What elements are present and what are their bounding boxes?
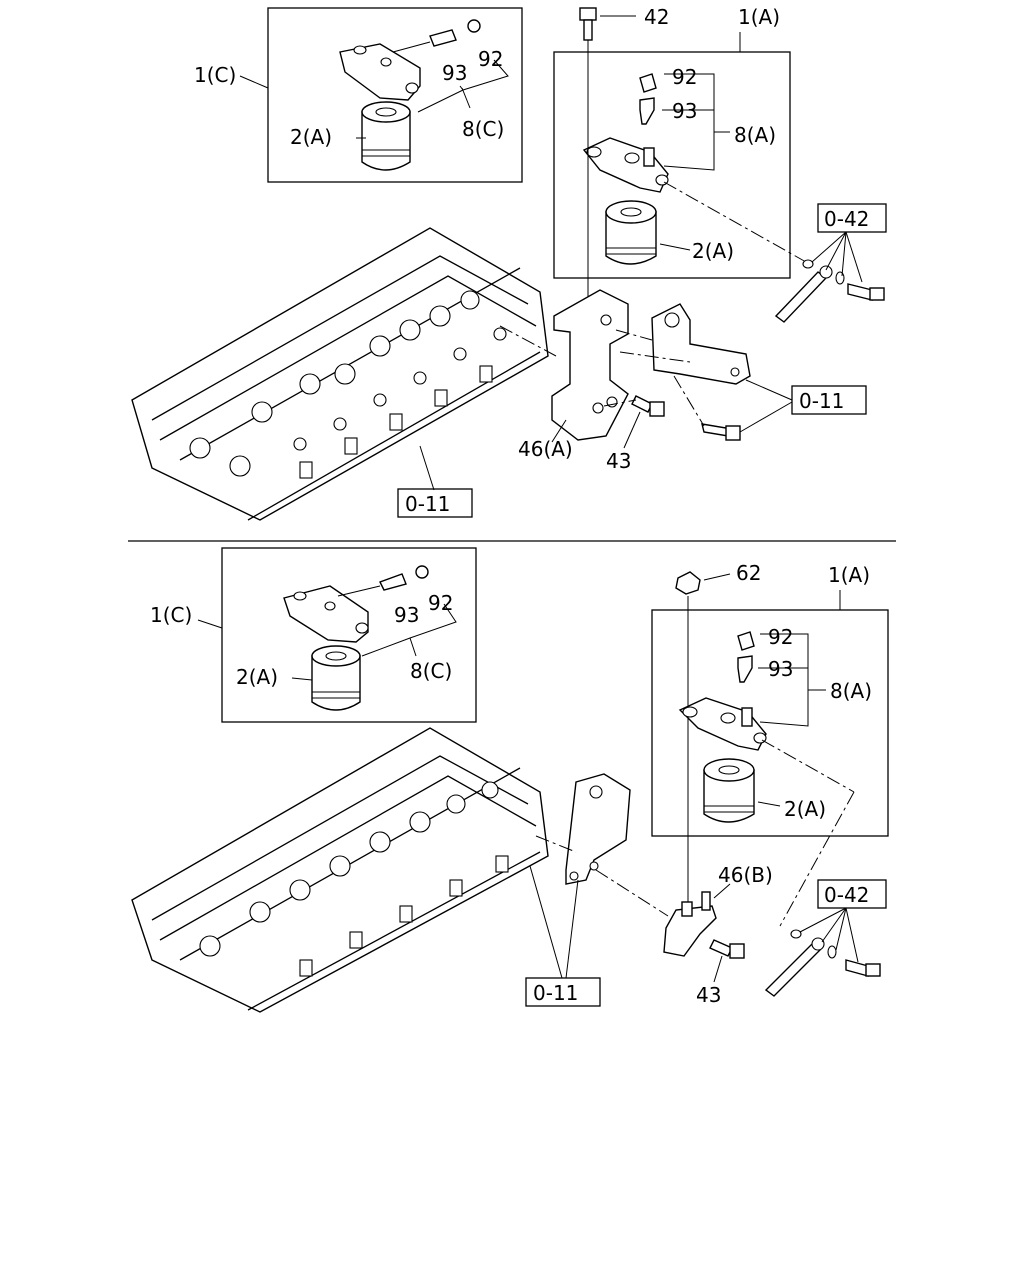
top-cylinder-head-icon [131, 227, 557, 521]
bottom-cap-label: 92 [768, 625, 793, 649]
bottom-bleeder-label: 93 [768, 657, 793, 681]
top-ref-bracket-box [791, 385, 867, 415]
bottom-nut-62-icon [675, 571, 701, 595]
top-bleeder-label: 93 [672, 99, 697, 123]
top-ref-head-box [397, 488, 473, 518]
bottom-inset-kit-label: 8(C) [410, 659, 452, 683]
bottom-inset-filter-icon [311, 645, 361, 711]
bottom-ref-hose-label: 0-42 [824, 883, 869, 907]
bottom-assembly-1a: 92 93 8(A) 2(A) [651, 590, 889, 837]
bottom-filter-label: 2(A) [784, 797, 826, 821]
top-section: 93 92 8(C) 2(A) 1(C) [131, 5, 887, 521]
top-inset-1c: 93 92 8(C) 2(A) [267, 7, 523, 183]
bottom-inset-title: 1(C) [150, 603, 192, 627]
top-assembly-1a: 92 93 8(A) 2(A) [553, 32, 791, 279]
top-bracket-46a-icon [551, 289, 629, 441]
top-cap-label: 92 [672, 65, 697, 89]
bottom-inset-bleeder-icon [379, 573, 407, 591]
bottom-bracket-label: 46(B) [718, 863, 773, 887]
top-bolt-42-icon [579, 7, 597, 41]
top-plate-icon [651, 303, 751, 385]
top-filter-head-icon [582, 137, 669, 193]
top-kit-label: 8(A) [734, 123, 776, 147]
top-cap-icon [639, 73, 657, 93]
bottom-bolt-label: 43 [696, 983, 721, 1007]
bottom-assembly-frame [651, 609, 889, 837]
bottom-ref-head-box [525, 977, 601, 1007]
bottom-nut-label: 62 [736, 561, 761, 585]
top-assembly-frame [553, 51, 791, 279]
top-filter-label: 2(A) [692, 239, 734, 263]
top-inset-kit-label: 8(C) [462, 117, 504, 141]
top-inset-cap-label: 92 [478, 47, 503, 71]
top-inset-filter-label: 2(A) [290, 125, 332, 149]
bottom-bracket-46b-icon [663, 891, 717, 957]
top-bracket-label: 46(A) [518, 437, 573, 461]
top-bolt-43-label: 43 [606, 449, 631, 473]
bottom-inset-cap-label: 92 [428, 591, 453, 615]
top-ref-head-label: 0-11 [405, 492, 450, 516]
top-inset-cap-icon [467, 19, 481, 33]
top-inset-filter-icon [361, 101, 411, 171]
bottom-section: 93 92 8(C) 2(A) 1(C) [131, 547, 889, 1013]
top-bolt-42-label: 42 [644, 5, 669, 29]
top-inset-bleeder-label: 93 [442, 61, 467, 85]
bottom-kit-label: 8(A) [830, 679, 872, 703]
bottom-inset-filter-label: 2(A) [236, 665, 278, 689]
bottom-filter-icon [703, 758, 755, 823]
bottom-filter-head-icon [678, 697, 767, 751]
top-ref-bracket-label: 0-11 [799, 389, 844, 413]
bottom-ref-hose-box [817, 879, 887, 909]
bottom-inset-frame [221, 547, 477, 723]
bottom-ref-head-label: 0-11 [533, 981, 578, 1005]
top-ref-hose-label: 0-42 [824, 207, 869, 231]
top-bleeder-icon [639, 97, 655, 125]
bottom-bolt-43-icon [709, 939, 745, 959]
bottom-hose-icon [764, 929, 881, 997]
bottom-mount-plate-icon [565, 773, 631, 885]
bottom-cylinder-head-icon [131, 727, 549, 1013]
top-inset-bleeder-icon [429, 29, 457, 47]
top-hose-icon [774, 259, 885, 323]
bottom-bleeder-icon [737, 655, 753, 683]
top-assembly-title: 1(A) [738, 5, 780, 29]
bottom-inset-1c: 93 92 8(C) 2(A) [221, 547, 477, 723]
bottom-inset-cap-icon [415, 565, 429, 579]
bottom-cap-icon [737, 631, 755, 651]
top-inset-title: 1(C) [194, 63, 236, 87]
top-bolt-plate-icon [701, 423, 741, 441]
bottom-inset-filter-head [283, 585, 369, 643]
bottom-assembly-title: 1(A) [828, 563, 870, 587]
top-bolt-43-icon [631, 395, 665, 417]
top-filter-icon [605, 200, 657, 265]
top-inset-frame [267, 7, 523, 183]
top-ref-hose-box [817, 203, 887, 233]
bottom-inset-bleeder-label: 93 [394, 603, 419, 627]
